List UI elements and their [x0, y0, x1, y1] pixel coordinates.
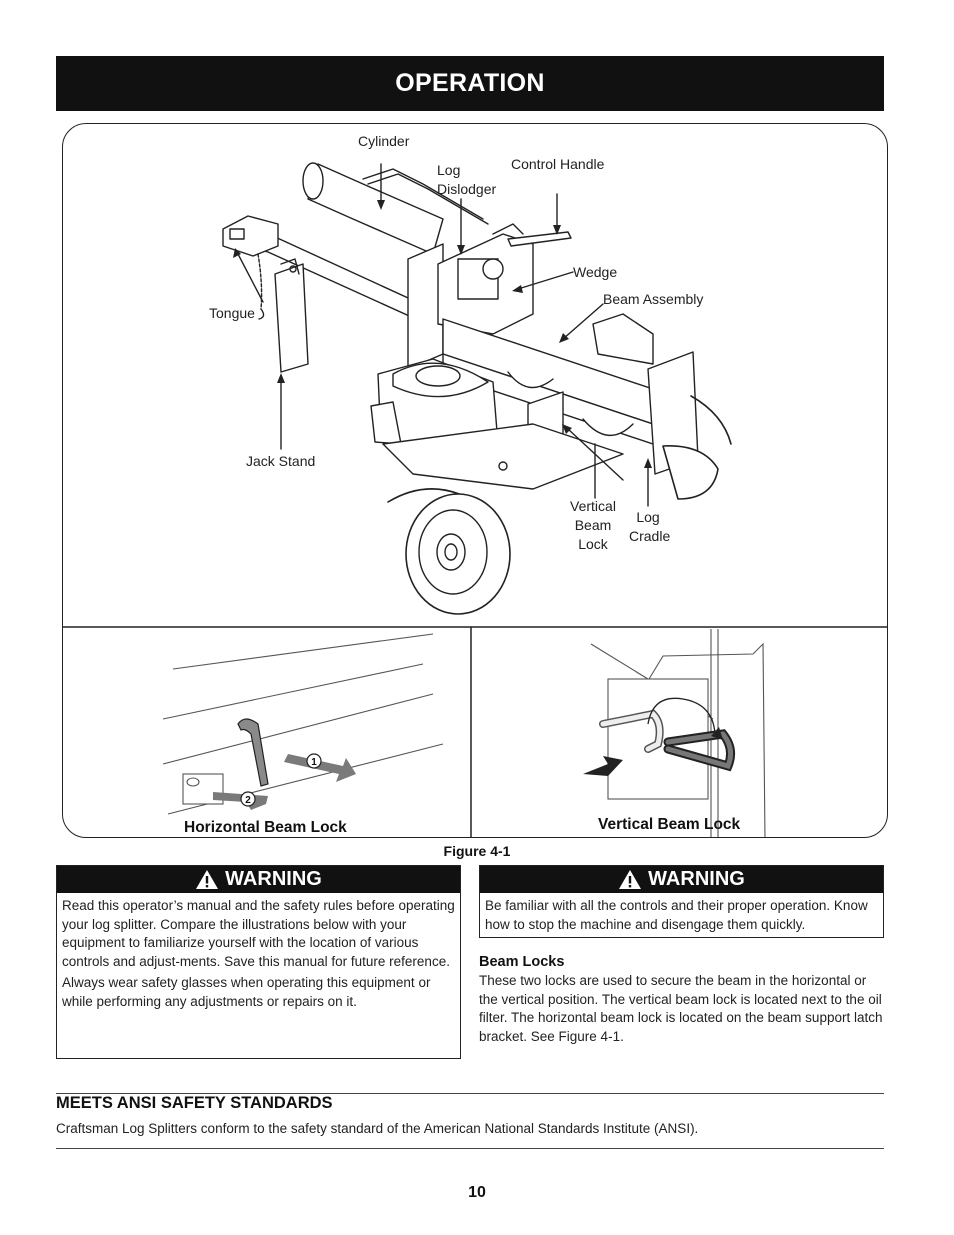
warning-header: WARNING — [480, 866, 883, 893]
beam-locks-text: These two locks are used to secure the b… — [479, 973, 883, 1044]
warning-text: Read this operator’s manual and the safe… — [62, 898, 455, 969]
horizontal-lock-pin — [237, 718, 269, 787]
step-1-marker: 1 — [311, 757, 317, 768]
label-vertical-beam-lock: Vertical Beam Lock — [570, 498, 616, 552]
label-log-cradle: Log Cradle — [629, 509, 671, 544]
warning-box-right: WARNING Be familiar with all the control… — [479, 865, 884, 938]
vertical-beam-lock-caption: Vertical Beam Lock — [598, 816, 741, 833]
label-beam-assembly: Beam Assembly — [603, 291, 704, 307]
label-control-handle: Control Handle — [511, 156, 605, 172]
label-tongue: Tongue — [209, 305, 255, 321]
warning-box-left: WARNING Read this operator’s manual and … — [56, 865, 461, 1059]
label-log-dislodger: Log Dislodger — [437, 162, 497, 197]
beam-locks-heading: Beam Locks — [479, 954, 565, 970]
section-title: OPERATION — [395, 69, 545, 97]
figure-4-1-frame: 1 2 Cylinder Log Dislodger Control Handl… — [62, 123, 888, 838]
divider-bottom — [56, 1148, 884, 1149]
warning-text: Be familiar with all the controls and th… — [485, 898, 868, 932]
section-title-banner: OPERATION — [56, 56, 884, 111]
label-jack-stand: Jack Stand — [246, 453, 316, 469]
label-wedge: Wedge — [573, 264, 618, 280]
ansi-text: Craftsman Log Splitters conform to the s… — [56, 1121, 699, 1136]
ansi-heading: MEETS ANSI SAFETY STANDARDS — [56, 1094, 333, 1112]
warning-text: Always wear safety glasses when operatin… — [62, 975, 431, 1009]
page-number: 10 — [468, 1184, 486, 1201]
warning-header: WARNING — [57, 866, 460, 893]
warning-triangle-icon — [196, 870, 219, 889]
figure-caption: Figure 4-1 — [443, 843, 511, 859]
warning-heading: WARNING — [648, 868, 745, 890]
warning-triangle-icon — [619, 870, 642, 889]
horizontal-beam-lock-caption: Horizontal Beam Lock — [184, 819, 347, 836]
step-2-marker: 2 — [245, 795, 251, 806]
label-cylinder: Cylinder — [358, 133, 410, 149]
warning-heading: WARNING — [225, 868, 322, 890]
divider-top — [56, 1093, 884, 1094]
log-splitter-illustration: 1 2 — [63, 162, 887, 837]
